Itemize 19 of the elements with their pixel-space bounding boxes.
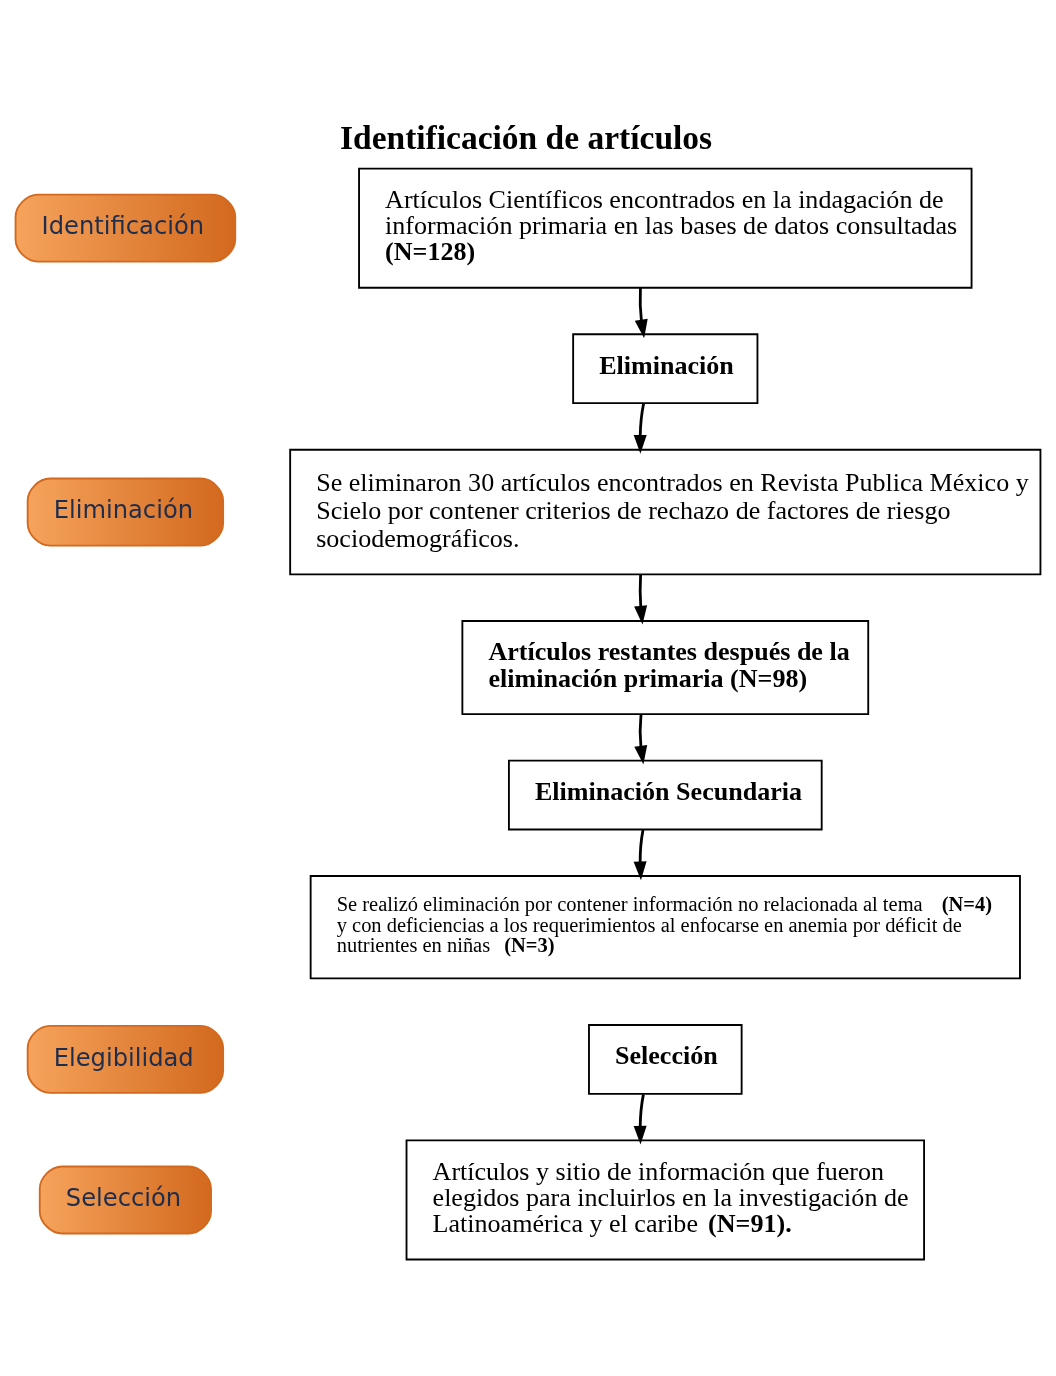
node-box: Artículos y sitio de información que fueron elegidos para incluirlos en la investigación de Latinoamérica y el caribe (N=91). <box>405 1139 925 1261</box>
node-box: Eliminación <box>26 477 225 547</box>
node-box: Se realizó eliminación por contener información no relacionada al tema (N=4) y con deficiencias a los requerimientos al enfocarse en anemia por déficit de nutrientes en niñas (N=3) <box>309 875 1021 980</box>
arrow <box>633 403 647 454</box>
node-box: Artículos Científicos encontrados en la indagación de información primaria en las bases de datos consultadas (N=128) <box>358 167 973 289</box>
node-box: Eliminación <box>572 333 759 405</box>
arrow <box>634 574 648 625</box>
node-box: Se eliminaron 30 artículos encontrados en Revista Publica México y Scielo por contener criterios de rechazo de factores de riesgo sociodemográficos. <box>289 448 1042 576</box>
node-box: Artículos restantes después de la eliminación primaria (N=98) <box>461 620 870 715</box>
arrow <box>633 829 647 881</box>
arrow <box>634 713 648 765</box>
node-box: Selección <box>38 1165 212 1235</box>
node-box: Eliminación Secundaria <box>508 759 823 831</box>
node-box: Identificación <box>14 193 237 263</box>
diagram-title: Identificación de artículos <box>339 118 713 156</box>
arrow <box>634 287 648 339</box>
node-box: Elegibilidad <box>26 1025 225 1094</box>
node-box: Selección <box>588 1024 743 1095</box>
arrow <box>633 1094 647 1145</box>
